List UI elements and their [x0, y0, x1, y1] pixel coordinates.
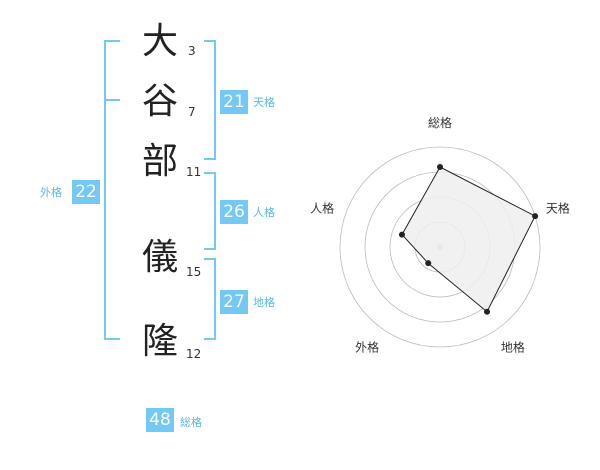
radar-axis-label-3: 地格 — [501, 339, 525, 354]
gaikaku-bracket-mid-tick — [104, 99, 120, 101]
radar-point-4 — [425, 260, 432, 267]
name-char-1: 大 — [142, 21, 179, 62]
radar-grid-ring-4 — [339, 146, 541, 348]
jinkaku-label: 人格 — [253, 206, 275, 219]
name-char-3: 部 — [142, 141, 179, 182]
chikaku-value: 27 — [220, 290, 248, 314]
gaikaku-value: 22 — [72, 180, 100, 204]
jinkaku-value: 26 — [220, 200, 248, 224]
soukaku-value: 48 — [146, 408, 174, 432]
name-char-5: 隆 — [142, 321, 179, 362]
radar-point-5 — [398, 231, 405, 238]
stroke-count-4: 15 — [186, 265, 202, 279]
gaikaku-bracket — [104, 40, 120, 340]
tenkaku-label: 天格 — [253, 96, 275, 109]
radar-axis-label-2: 天格 — [546, 201, 570, 216]
chikaku-bracket — [204, 258, 216, 340]
stroke-count-5: 12 — [186, 347, 202, 361]
radar-point-2 — [532, 213, 539, 220]
radar-axis-label-4: 外格 — [355, 339, 379, 354]
stroke-count-2: 7 — [188, 105, 196, 119]
radar-axis-label-1: 総格 — [428, 115, 452, 130]
name-char-4: 儀 — [142, 237, 179, 278]
chikaku-label: 地格 — [253, 296, 275, 309]
name-char-2: 谷 — [142, 81, 179, 122]
radar-point-3 — [484, 308, 491, 315]
radar-data-polygon — [401, 166, 536, 313]
tenkaku-bracket — [204, 40, 216, 160]
jinkaku-bracket — [204, 172, 216, 250]
radar-axis-label-5: 人格 — [310, 201, 334, 216]
gaikaku-label: 外格 — [40, 186, 62, 199]
tenkaku-value: 21 — [220, 90, 248, 114]
soukaku-label: 総格 — [180, 416, 202, 429]
radar-point-1 — [437, 164, 443, 170]
stroke-count-1: 3 — [188, 44, 196, 58]
stroke-count-3: 11 — [186, 165, 202, 179]
